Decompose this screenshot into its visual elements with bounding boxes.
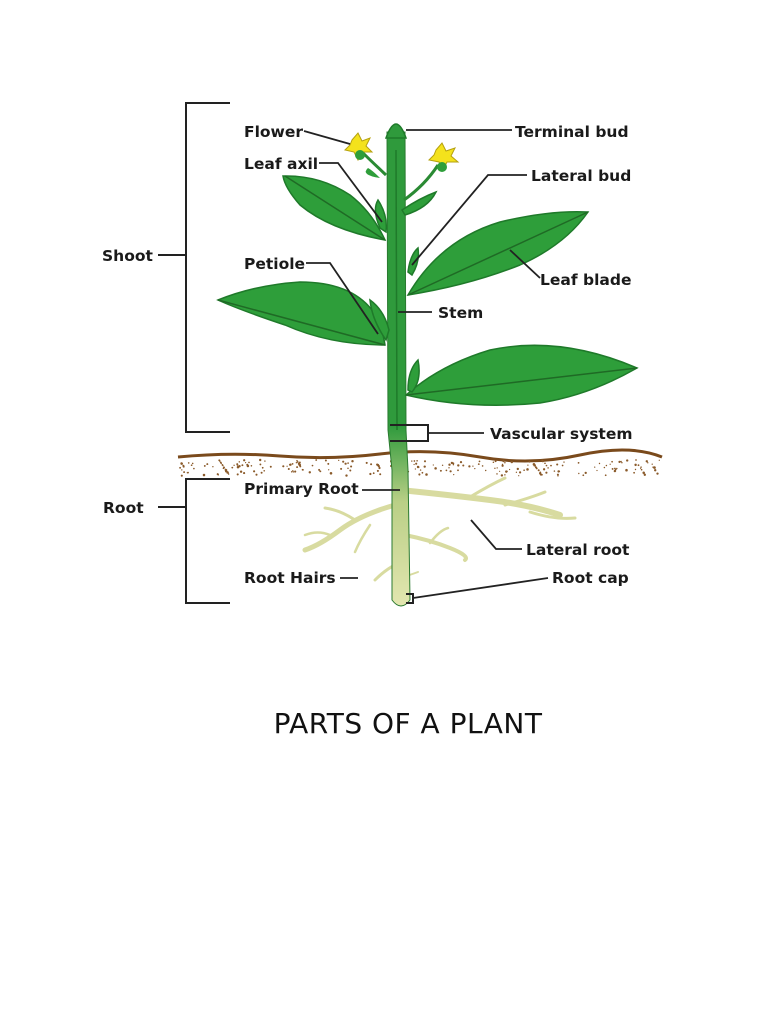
stem-shape (387, 132, 410, 606)
soil-layer (178, 450, 662, 477)
label-root: Root (103, 499, 144, 517)
label-lateral-root: Lateral root (526, 541, 630, 559)
label-vascular-system: Vascular system (490, 425, 633, 443)
label-root-hairs: Root Hairs (244, 569, 336, 587)
label-flower: Flower (244, 123, 303, 141)
label-petiole: Petiole (244, 255, 305, 273)
root-bracket (186, 479, 230, 603)
terminal-bud-shape (386, 124, 406, 138)
label-stem: Stem (438, 304, 483, 322)
label-terminal-bud: Terminal bud (515, 123, 629, 141)
label-root-cap: Root cap (552, 569, 629, 587)
label-shoot: Shoot (102, 247, 153, 265)
plant-diagram: Shoot Root Flower Leaf axil Petiole Term… (0, 0, 768, 680)
label-primary-root: Primary Root (244, 480, 359, 498)
label-leaf-blade: Leaf blade (540, 271, 631, 289)
label-lateral-bud: Lateral bud (531, 167, 631, 185)
leaves (218, 176, 637, 405)
shoot-bracket (186, 103, 230, 432)
label-leaf-axil: Leaf axil (244, 155, 318, 173)
page-title: PARTS OF A PLANT (0, 707, 768, 740)
